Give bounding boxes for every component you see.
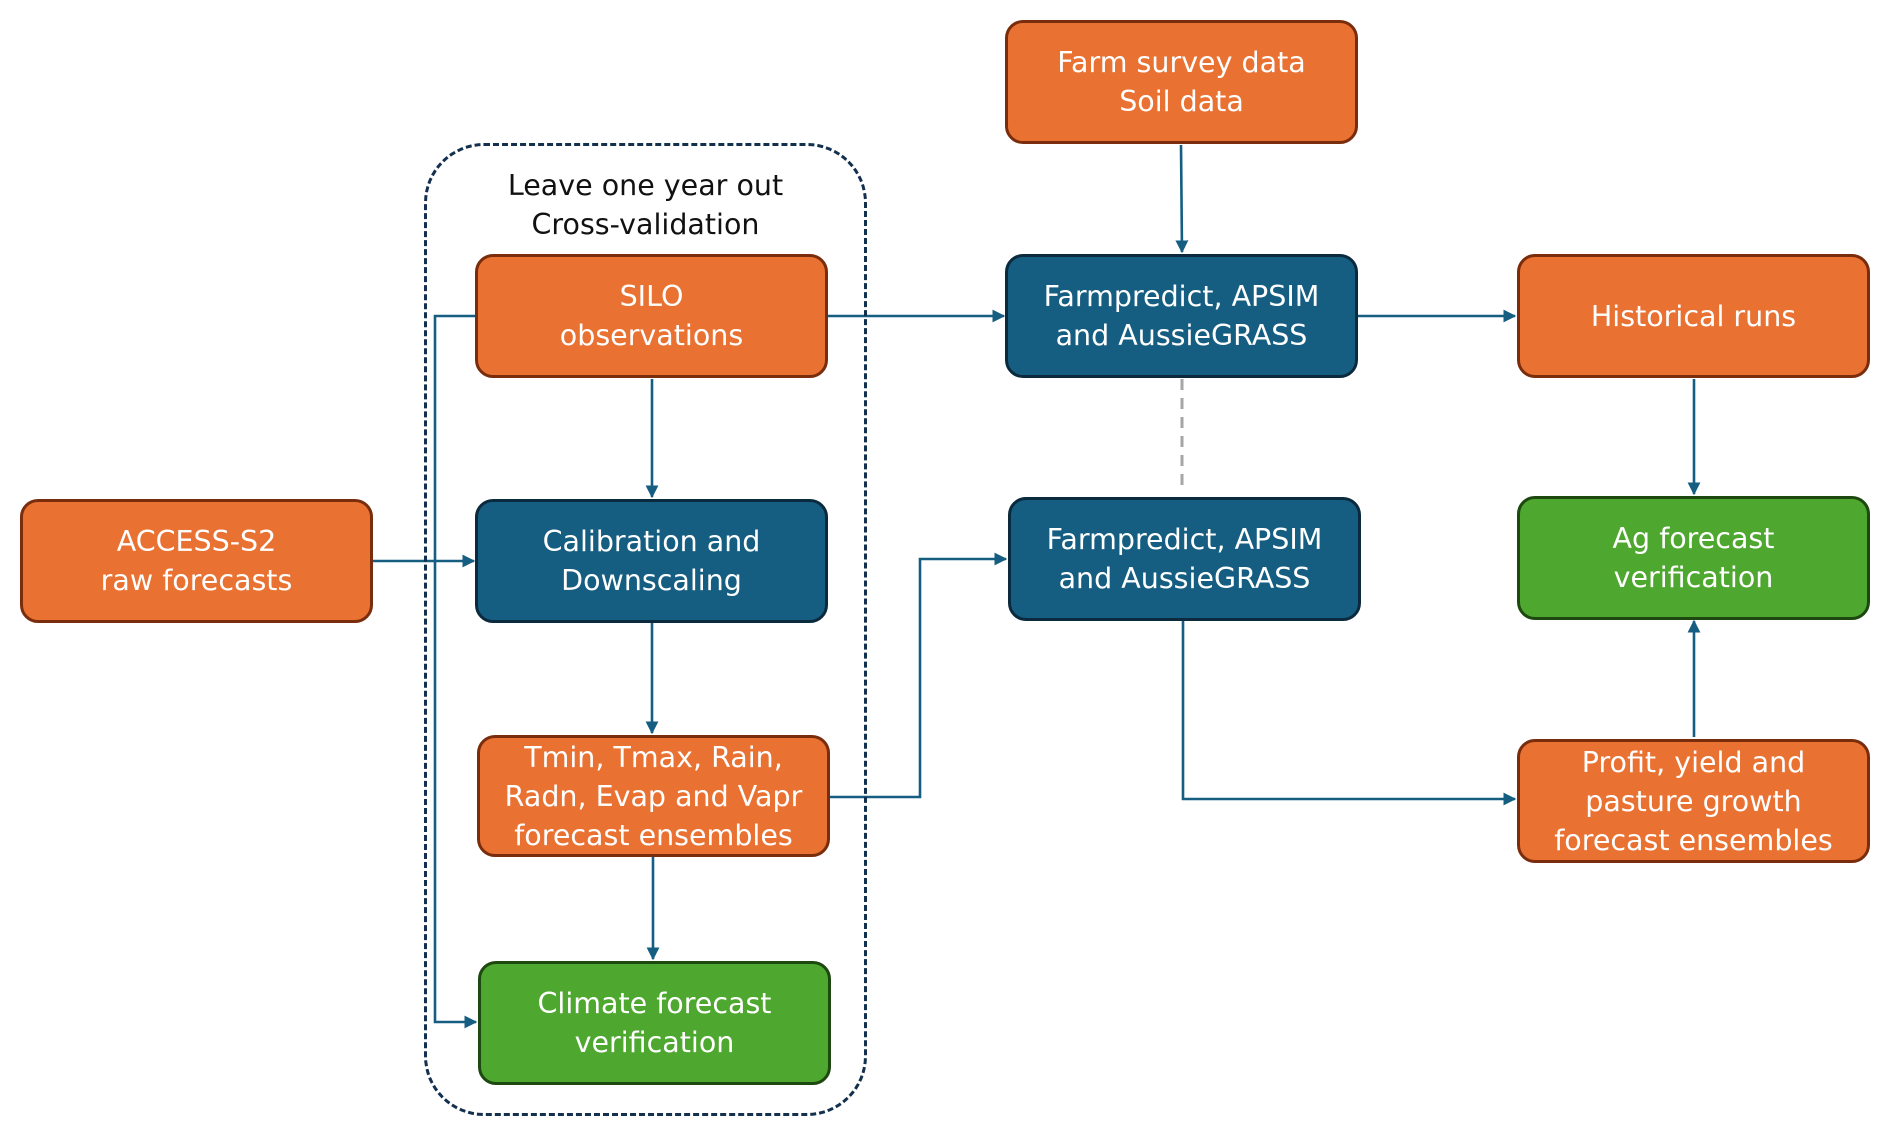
forecast-ensembles-line3: forecast ensembles (514, 818, 793, 852)
cross-validation-label: Leave one year out Cross-validation (424, 166, 867, 244)
forecast-ensembles-line1: Tmin, Tmax, Rain, (524, 740, 783, 774)
edge-models-bottom-to-profit (1181, 621, 1517, 806)
cross-validation-boundary (424, 143, 867, 1116)
silo-node: SILO observations (475, 254, 828, 378)
profit-yield-node: Profit, yield and pasture growth forecas… (1517, 739, 1870, 863)
ag-verification-node: Ag forecast verification (1517, 496, 1870, 620)
ag-verification-line1: Ag forecast (1612, 522, 1775, 555)
forecast-ensembles-node: Tmin, Tmax, Rain, Radn, Evap and Vapr fo… (477, 735, 830, 857)
profit-yield-line2: pasture growth (1585, 784, 1802, 818)
profit-yield-line3: forecast ensembles (1554, 823, 1833, 857)
edge-ensembles-to-models-bottom (830, 552, 1008, 799)
models-top-node: Farmpredict, APSIM and AussieGRASS (1005, 254, 1358, 378)
edge-silo-to-climate-verification (433, 314, 478, 1029)
forecast-ensembles-line2: Radn, Evap and Vapr (504, 779, 803, 813)
historical-runs-line1: Historical runs (1590, 299, 1797, 333)
models-bottom-line1: Farmpredict, APSIM (1046, 523, 1323, 556)
models-top-line2: and AussieGRASS (1055, 319, 1308, 352)
models-top-line1: Farmpredict, APSIM (1043, 280, 1320, 313)
access-s2-line1: ACCESS-S2 (116, 525, 277, 558)
edge-farm-survey-to-models-top (1175, 144, 1189, 254)
cross-validation-label-line1: Leave one year out (507, 169, 784, 202)
access-s2-node: ACCESS-S2 raw forecasts (20, 499, 373, 623)
cross-validation-label-line2: Cross-validation (531, 208, 760, 241)
models-bottom-node: Farmpredict, APSIM and AussieGRASS (1008, 497, 1361, 621)
silo-line1: SILO (619, 280, 684, 313)
silo-line2: observations (559, 319, 744, 352)
climate-verification-line2: verification (574, 1026, 735, 1059)
access-s2-line2: raw forecasts (100, 564, 293, 597)
calibration-node: Calibration and Downscaling (475, 499, 828, 623)
climate-verification-line1: Climate forecast (537, 987, 772, 1020)
profit-yield-line1: Profit, yield and (1581, 745, 1806, 779)
models-bottom-line2: and AussieGRASS (1058, 562, 1311, 595)
farm-survey-line1: Farm survey data (1057, 46, 1306, 79)
farm-survey-line2: Soil data (1119, 85, 1244, 118)
historical-runs-node: Historical runs (1517, 254, 1870, 378)
calibration-line1: Calibration and (542, 525, 761, 558)
calibration-line2: Downscaling (561, 564, 742, 597)
ag-verification-line2: verification (1613, 561, 1774, 594)
farm-survey-node: Farm survey data Soil data (1005, 20, 1358, 144)
climate-verification-node: Climate forecast verification (478, 961, 831, 1085)
